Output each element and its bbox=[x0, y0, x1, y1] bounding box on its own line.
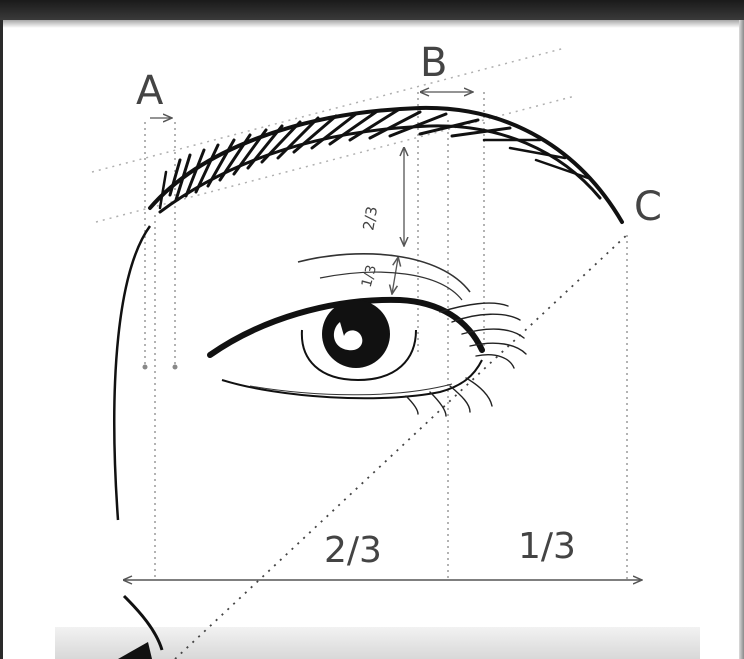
label-base-right: 1/3 bbox=[518, 526, 576, 567]
label-lid-height: 1/3 bbox=[359, 263, 380, 289]
arrow-lid-height bbox=[392, 258, 398, 294]
label-base-left: 2/3 bbox=[324, 530, 382, 571]
eye bbox=[210, 300, 526, 416]
guide-a-dot-right bbox=[173, 365, 178, 370]
cheek-contour bbox=[124, 596, 162, 650]
eyebrow bbox=[150, 108, 622, 222]
guide-a-dot-left bbox=[143, 365, 148, 370]
label-b: B bbox=[420, 40, 447, 86]
diagonal-guide-to-c bbox=[175, 232, 630, 659]
lashes bbox=[406, 303, 526, 416]
eyelid-crease bbox=[298, 254, 470, 292]
label-a: A bbox=[136, 68, 164, 114]
label-brow-height: 2/3 bbox=[359, 205, 381, 232]
face-contour bbox=[114, 226, 150, 520]
corner-arrow bbox=[118, 642, 152, 659]
label-c: C bbox=[634, 184, 662, 230]
eyelid-crease-inner bbox=[320, 272, 462, 300]
